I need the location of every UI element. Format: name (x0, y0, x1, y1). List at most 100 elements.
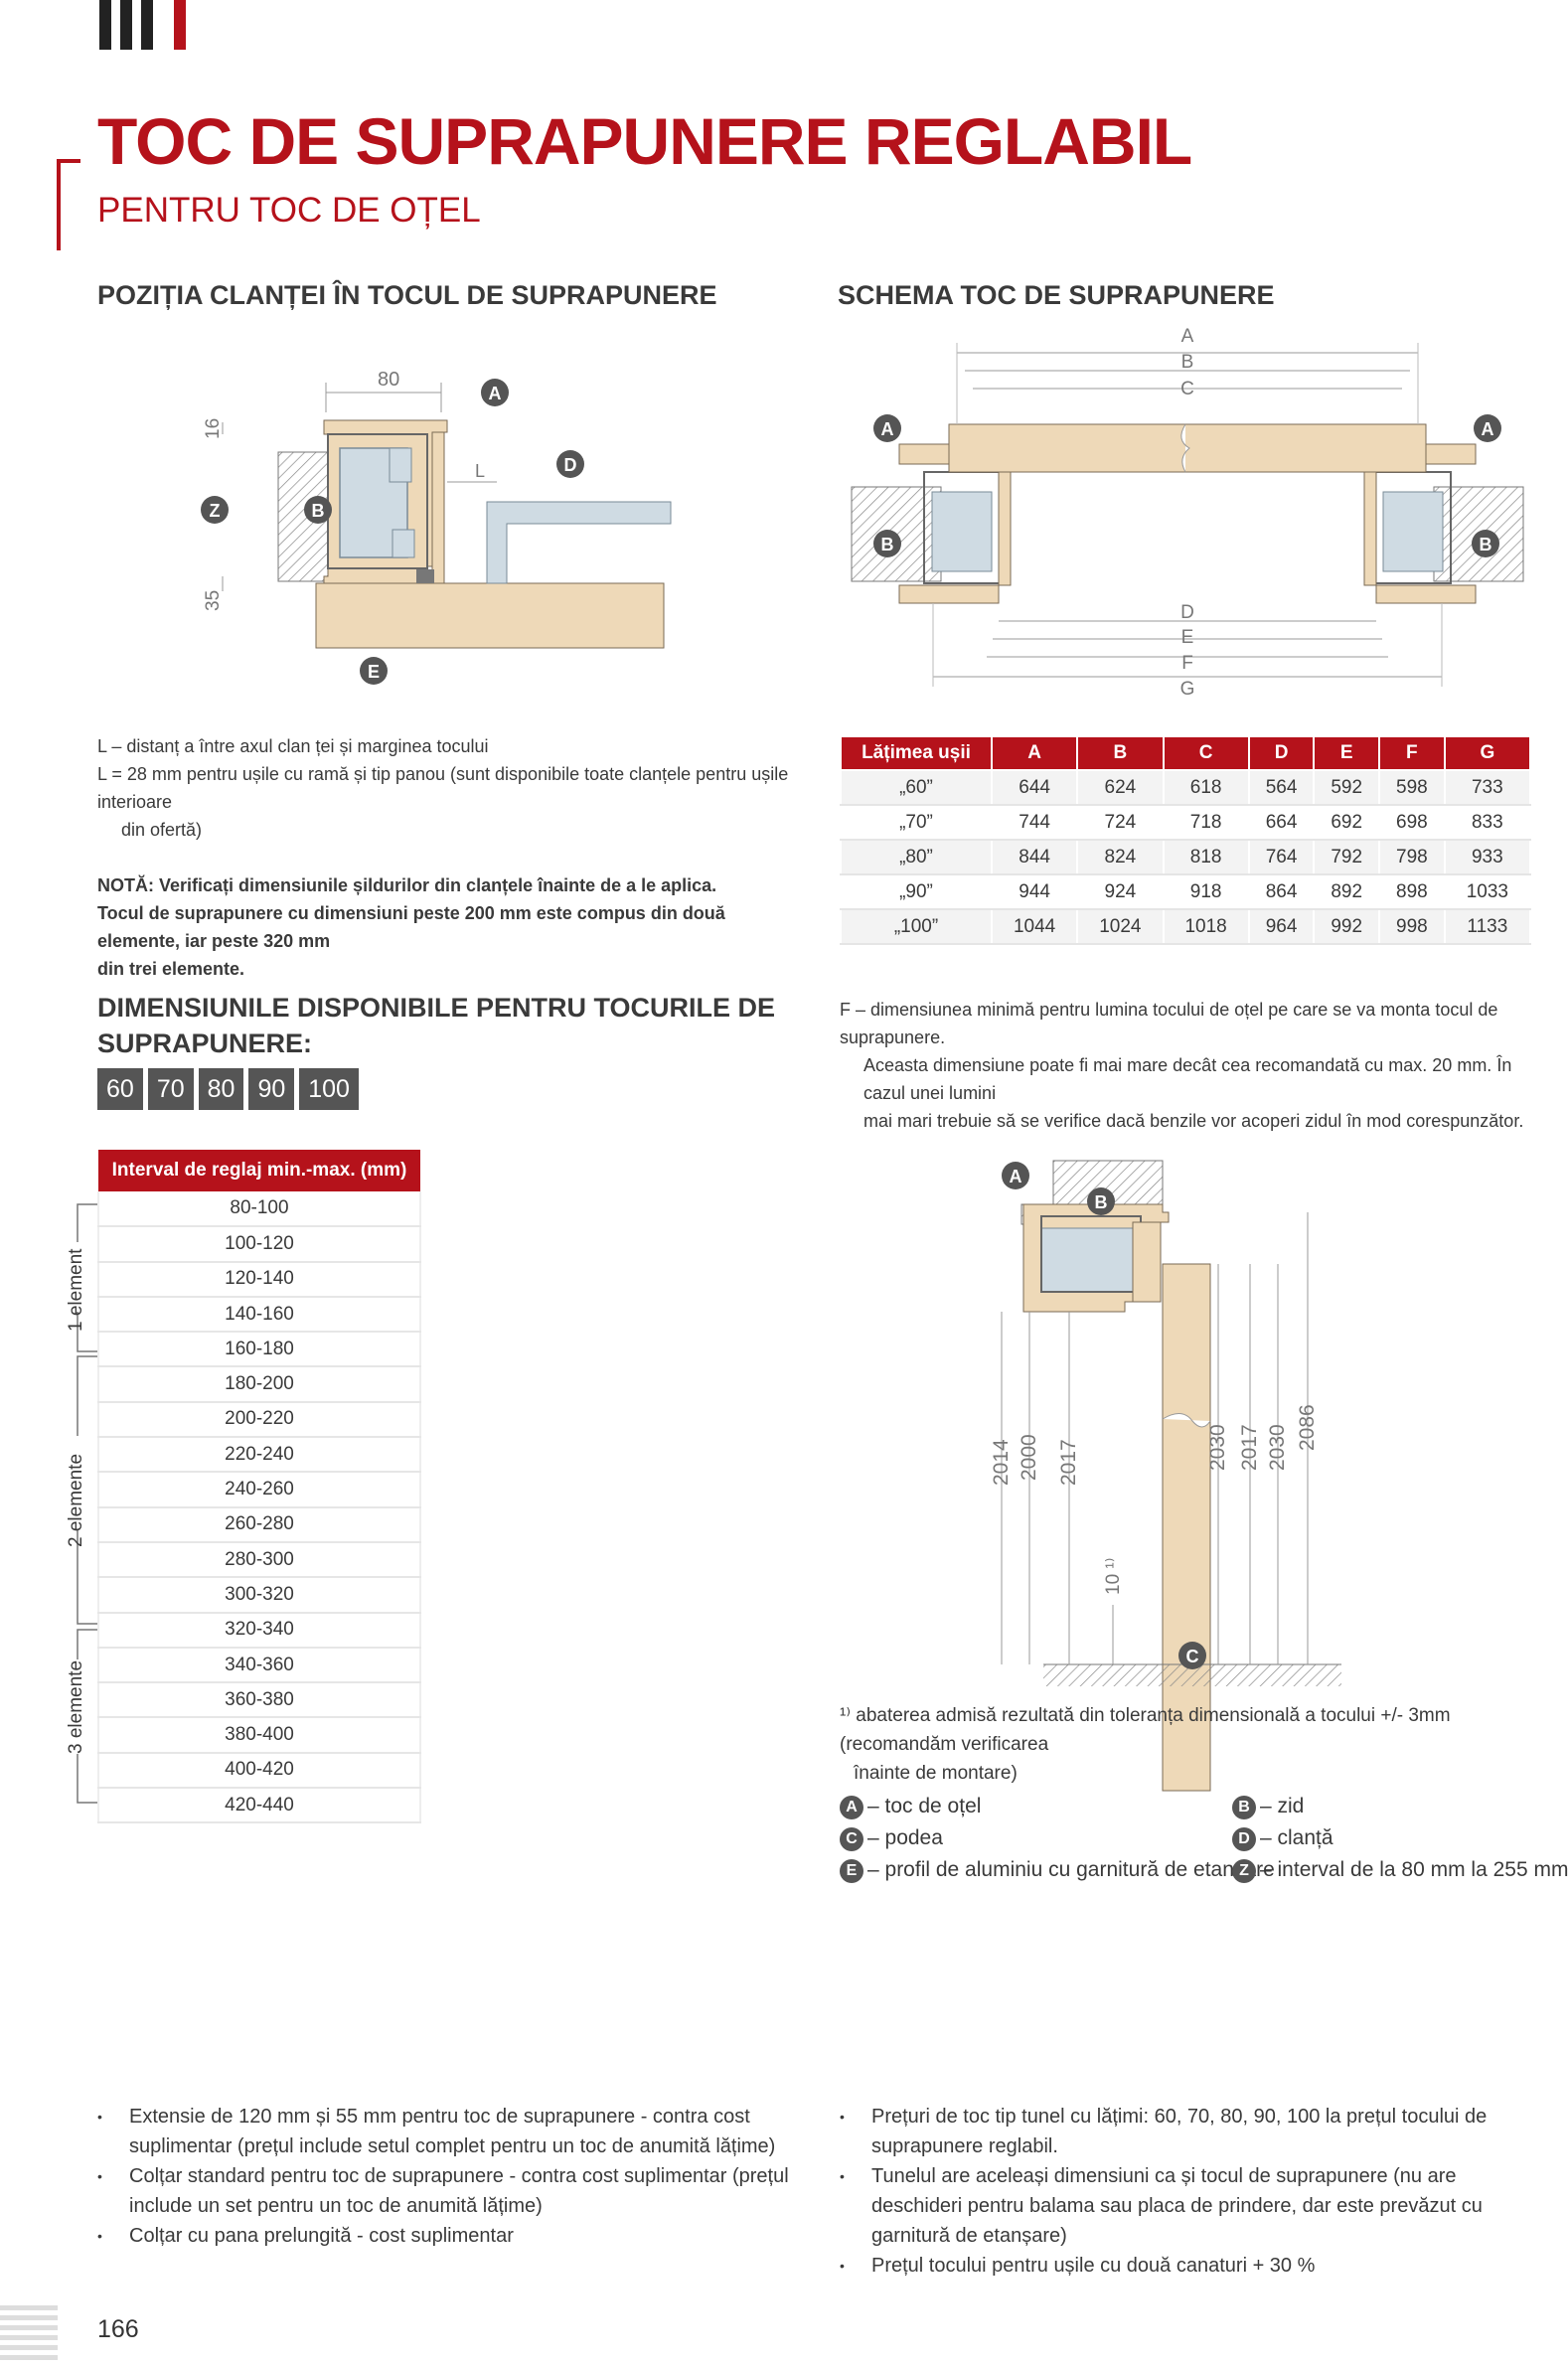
interval-row: 320-340 (97, 1612, 421, 1649)
bullet-right-3: Prețul tocului pentru ușile cu două cana… (840, 2251, 1525, 2281)
height-dim-2086: 2086 (1296, 1404, 1319, 1451)
svg-text:E: E (368, 662, 380, 682)
section-frame-scheme: SCHEMA TOC DE SUPRAPUNERE (838, 280, 1275, 310)
interval-table-header: Interval de reglaj min.-max. (mm) (98, 1150, 420, 1191)
footnote-2: înainte de montare) (854, 1763, 1018, 1784)
note-2: Tocul de suprapunere cu dimensiuni peste… (97, 903, 725, 951)
dim-35: 35 (203, 590, 224, 611)
dimension-cell: 564 (1247, 769, 1316, 806)
dimension-cell: 624 (1076, 769, 1165, 806)
element-group-brackets (64, 1203, 97, 1804)
dimension-cell: 1133 (1443, 908, 1532, 945)
th-a: A (990, 735, 1079, 771)
th-d: D (1247, 735, 1316, 771)
f-note-3: mai mari trebuie să se verifice dacă ben… (863, 1111, 1524, 1131)
height-diagram: 2014 2000 2017 10 ¹⁾ 2030 2017 2030 2086… (990, 1160, 1341, 1792)
svg-text:A: A (1482, 419, 1494, 439)
dimension-cell: 864 (1247, 873, 1316, 910)
interval-row: 360-380 (97, 1682, 421, 1719)
interval-table: Interval de reglaj min.-max. (mm) 80-100… (97, 1150, 421, 1824)
footnote: ¹⁾ abaterea admisă rezultată din toleran… (840, 1701, 1535, 1788)
diagram1-label-e: E (360, 657, 388, 685)
interval-cell: 260-280 (97, 1506, 421, 1543)
dimension-cell: 724 (1076, 804, 1165, 841)
note-3: din trei elemente. (97, 959, 245, 979)
dimension-cell: 998 (1378, 908, 1446, 945)
dimension-cell: 718 (1162, 804, 1250, 841)
scheme-dim-d: D (1180, 602, 1194, 623)
dimension-cell: „60” (840, 769, 993, 806)
interval-cell: 240-260 (97, 1472, 421, 1508)
diagram1-label-z: Z (201, 496, 229, 524)
diagram1-label-d: D (556, 450, 584, 478)
f-note-1: F – dimensiunea minimă pentru lumina toc… (840, 1000, 1498, 1047)
th-door-width: Lățimea ușii (840, 735, 993, 771)
scheme-dim-g: G (1180, 679, 1195, 700)
interval-row: 120-140 (97, 1261, 421, 1298)
th-g: G (1443, 735, 1532, 771)
height-dim-2000: 2000 (1018, 1434, 1040, 1481)
dimension-cell: 764 (1247, 839, 1316, 875)
section-available-dimensions: DIMENSIUNILE DISPONIBILE PENTRU TOCURILE… (97, 990, 813, 1061)
notes-block: L – distanț a între axul clan ței și mar… (97, 732, 793, 983)
scheme-dim-c: C (1180, 379, 1194, 399)
interval-row: 380-400 (97, 1717, 421, 1754)
dimension-cell: 1018 (1162, 908, 1250, 945)
interval-row: 300-320 (97, 1577, 421, 1614)
dimension-cell: 1044 (990, 908, 1079, 945)
group-2-elements: 2 elemente (66, 1453, 86, 1547)
interval-cell: 340-360 (97, 1647, 421, 1684)
dimension-cell: 618 (1162, 769, 1250, 806)
interval-row: 220-240 (97, 1437, 421, 1474)
height-label-c: C (1178, 1642, 1206, 1669)
legend-c: C– podea (840, 1826, 943, 1851)
dimension-cell: „90” (840, 873, 993, 910)
svg-text:B: B (881, 535, 894, 554)
th-c: C (1162, 735, 1250, 771)
bullet-right-2: Tunelul are aceleași dimensiuni ca și to… (840, 2161, 1525, 2251)
dimension-cell: 964 (1247, 908, 1316, 945)
bullet-left-1: Extensie de 120 mm și 55 mm pentru toc d… (97, 2102, 793, 2161)
height-dim-2017: 2017 (1057, 1439, 1080, 1486)
svg-text:D: D (564, 455, 577, 475)
footer-stripes (0, 2305, 58, 2368)
page-title: TOC DE SUPRAPUNERE REGLABIL (97, 104, 1192, 178)
height-label-a: A (1002, 1162, 1029, 1189)
note-1: NOTĂ: Verificați dimensiunile șildurilor… (97, 875, 717, 895)
legend-b: B– zid (1232, 1795, 1304, 1819)
dimension-cell: 744 (990, 804, 1079, 841)
interval-row: 180-200 (97, 1366, 421, 1403)
dimension-cell: 664 (1247, 804, 1316, 841)
height-dim-2030b: 2030 (1266, 1424, 1289, 1471)
dimension-cell: 598 (1378, 769, 1446, 806)
available-dimensions-text: DIMENSIUNILE DISPONIBILE PENTRU TOCURILE… (97, 993, 776, 1058)
scheme-label-b-right: B (1472, 530, 1499, 557)
dimension-cell: 833 (1443, 804, 1532, 841)
section-handle-position: POZIȚIA CLANȚEI ÎN TOCUL DE SUPRAPUNERE (97, 280, 717, 310)
svg-text:A: A (1010, 1167, 1022, 1186)
dimension-cell: 924 (1076, 873, 1165, 910)
svg-text:A: A (881, 419, 894, 439)
svg-text:B: B (1095, 1192, 1108, 1212)
height-dim-10: 10 ¹⁾ (1103, 1558, 1124, 1595)
interval-row: 280-300 (97, 1541, 421, 1579)
dimension-cell: „70” (840, 804, 993, 841)
interval-cell: 160-180 (97, 1332, 421, 1368)
interval-cell: 80-100 (97, 1191, 421, 1228)
dimension-cell: 1024 (1076, 908, 1165, 945)
size-90: 90 (248, 1068, 295, 1110)
interval-cell: 120-140 (97, 1261, 421, 1298)
footnote-1: ¹⁾ abaterea admisă rezultată din toleran… (840, 1705, 1451, 1755)
svg-text:B: B (1480, 535, 1492, 554)
dimension-cell: 818 (1162, 839, 1250, 875)
interval-row: 100-120 (97, 1226, 421, 1263)
th-f: F (1378, 735, 1446, 771)
page-number: 166 (97, 2315, 139, 2343)
l-definition-3: din ofertă) (121, 820, 203, 840)
dimension-cell: 698 (1378, 804, 1446, 841)
